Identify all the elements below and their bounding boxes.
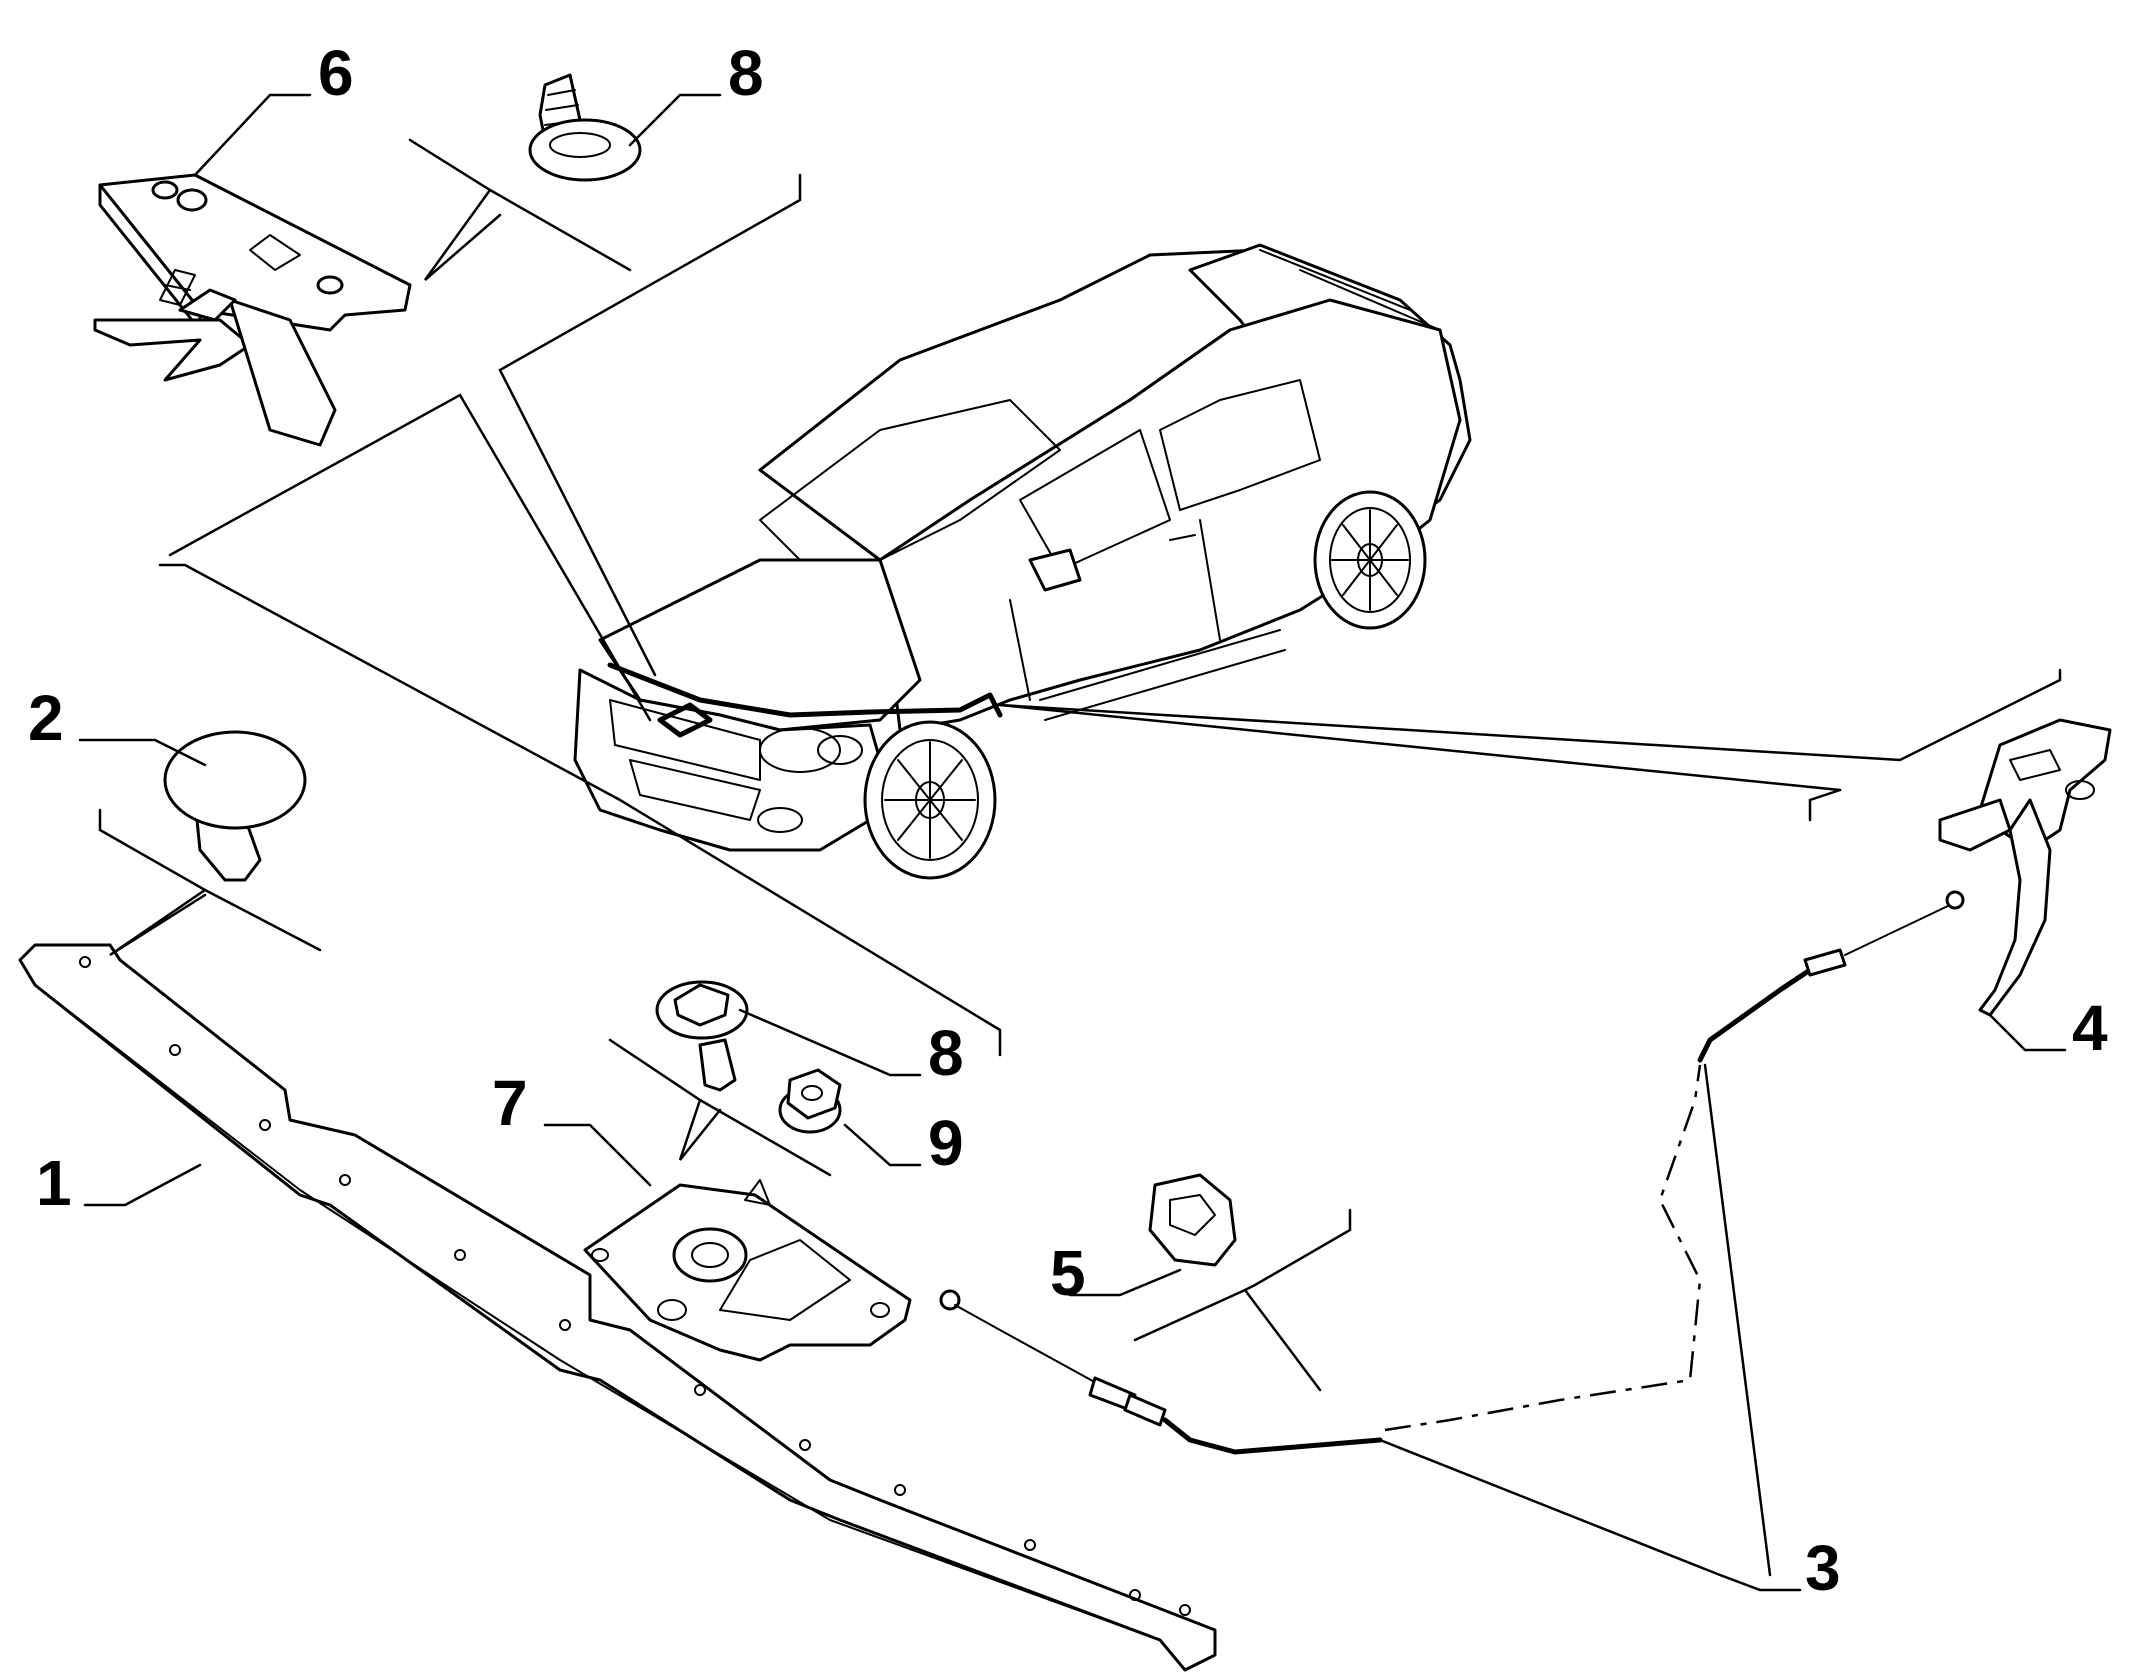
front-wheel: [863, 720, 997, 880]
callout-7: 7: [492, 1067, 528, 1139]
part-9-nut: [778, 1068, 842, 1134]
callout-6: 6: [318, 37, 354, 109]
callout-8-lower: 8: [928, 1017, 964, 1089]
part-8-bolt-lower: [655, 980, 749, 1092]
callout-3: 3: [1805, 1532, 1841, 1604]
part-3-release-cable: [939, 890, 1965, 1455]
part-8-screw-top: [528, 73, 642, 182]
callout-4: 4: [2072, 992, 2108, 1064]
part-5-cable-clip: [1148, 1173, 1237, 1267]
part-1-cross-member: [18, 943, 1217, 1672]
callout-1: 1: [36, 1147, 72, 1219]
callout-2: 2: [28, 682, 64, 754]
leader-lines: [78, 93, 2067, 1592]
part-4-release-handle: [1938, 718, 2112, 1017]
callout-8-top: 8: [728, 37, 764, 109]
rear-wheel: [1313, 490, 1427, 630]
part-6-hood-latch: [93, 173, 412, 447]
part-2-clip: [163, 730, 307, 882]
callout-9: 9: [928, 1107, 964, 1179]
callout-labels: 6 8 2 4 8 7 9 1 5 3: [28, 37, 2108, 1604]
part-7-latch-bracket: [583, 1179, 912, 1362]
pickup-truck-illustration: [573, 243, 1472, 880]
callout-5: 5: [1050, 1237, 1086, 1309]
